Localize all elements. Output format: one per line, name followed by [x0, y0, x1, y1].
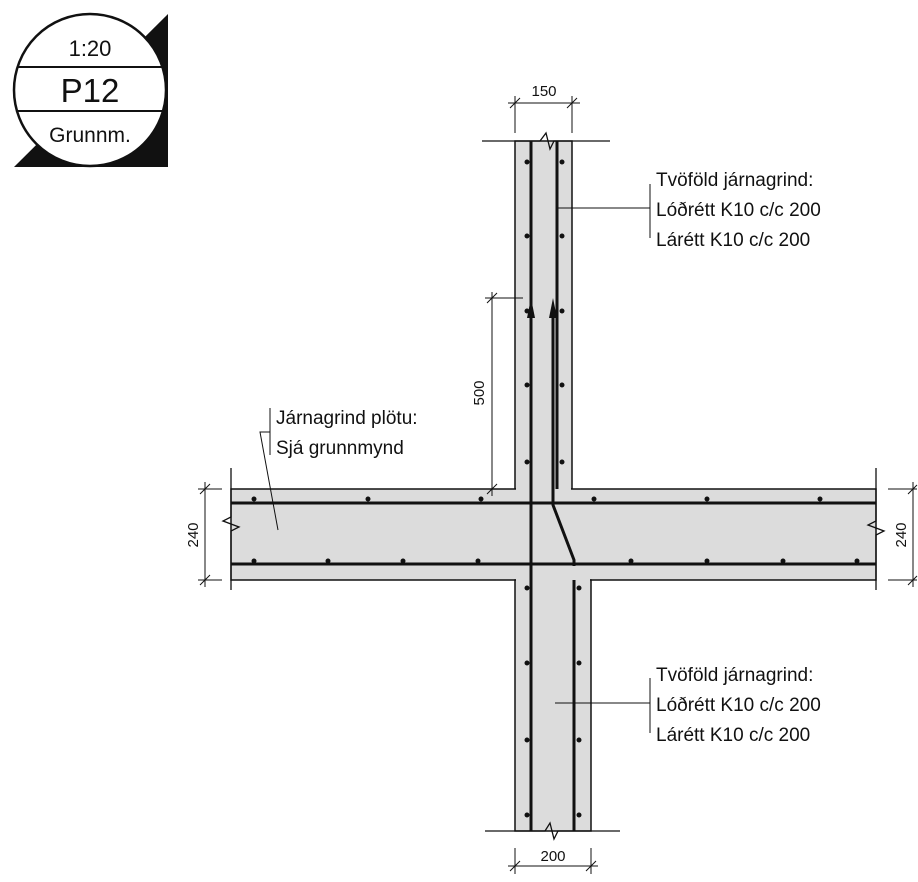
rebar-dot: [854, 558, 860, 564]
rebar-dot: [576, 812, 582, 818]
slab-note-line1: Járnagrind plötu:: [276, 408, 418, 429]
upper-note-line3: Lárétt K10 c/c 200: [656, 230, 810, 251]
dim-tick: [907, 484, 918, 495]
rebar-dot: [559, 233, 565, 239]
dim-tick: [486, 292, 498, 304]
starter-bar-hooks: [527, 298, 557, 318]
scale-label: 1:20: [69, 36, 112, 61]
rebar-dot: [817, 496, 823, 502]
dimension-lines: [198, 96, 918, 874]
leaders: [259, 184, 651, 733]
dim-tick: [907, 575, 918, 586]
rebar-dot: [251, 558, 257, 564]
detail-number: P12: [61, 72, 120, 109]
upper-note-line2: Lóðrétt K10 c/c 200: [656, 200, 821, 221]
title-block-circle: [12, 12, 168, 168]
dim-tick: [486, 483, 498, 495]
rebar-dot: [400, 558, 406, 564]
dim-tick: [585, 860, 597, 872]
upper-wall-note: Tvöföld járnagrind: Lóðrétt K10 c/c 200 …: [656, 170, 821, 251]
dim-label-lower-wall: 200: [540, 848, 565, 865]
starter-hook-left-icon: [527, 298, 535, 318]
dim-tick: [509, 97, 521, 109]
dim-label-lap-length: 500: [471, 380, 488, 405]
left-break-line: [221, 468, 241, 590]
rebar-dot: [325, 558, 331, 564]
rebar-dot: [559, 308, 565, 314]
lower-note-line3: Lárétt K10 c/c 200: [656, 725, 810, 746]
bottom-break-line: [485, 821, 620, 841]
rebar-dot: [576, 660, 582, 666]
lower-wall-concrete: [514, 579, 592, 832]
rebar-dot: [628, 558, 634, 564]
right-break-line: [866, 468, 886, 590]
rebar-dot: [780, 558, 786, 564]
rebar-dot: [559, 382, 565, 388]
rebar-dot: [524, 812, 530, 818]
rebar-dot: [365, 496, 371, 502]
rebar-dot: [524, 308, 530, 314]
reference-label: Grunnm.: [49, 124, 131, 147]
lower-note-line2: Lóðrétt K10 c/c 200: [656, 695, 821, 716]
dim-label-slab-right: 240: [893, 522, 910, 547]
rebar-dots: [251, 159, 860, 818]
rebar-dot: [524, 382, 530, 388]
dim-tick: [199, 483, 211, 495]
leader-slab: [259, 431, 279, 531]
lower-note-line1: Tvöföld járnagrind:: [656, 665, 813, 686]
rebar-dot: [704, 558, 710, 564]
rebar-dot: [524, 459, 530, 465]
upper-wall-concrete: [514, 140, 573, 490]
rebar-dot: [524, 737, 530, 743]
rebar-dot: [559, 159, 565, 165]
rebar-dot: [524, 159, 530, 165]
upper-join-mask: [516, 486, 571, 492]
rebar-dot: [524, 660, 530, 666]
rebar-dot: [559, 459, 565, 465]
rebar-dot: [524, 233, 530, 239]
rebar-dot: [524, 585, 530, 591]
upper-note-line1: Tvöföld járnagrind:: [656, 170, 813, 191]
lower-join-mask: [516, 577, 590, 583]
rebar-dot: [576, 585, 582, 591]
dim-tick: [199, 574, 211, 586]
dim-tick: [509, 860, 521, 872]
starter-hook-right-icon: [549, 298, 557, 318]
dim-label-upper-wall: 150: [531, 83, 556, 100]
slab-note: Járnagrind plötu: Sjá grunnmynd: [276, 408, 418, 459]
rebar-dot: [478, 496, 484, 502]
dim-label-slab-left: 240: [185, 522, 202, 547]
starter-bar-right: [551, 310, 576, 566]
title-block: 1:20 P12 Grunnm.: [12, 12, 168, 168]
lower-wall-note: Tvöföld járnagrind: Lóðrétt K10 c/c 200 …: [656, 665, 821, 746]
slab-note-line2: Sjá grunnmynd: [276, 438, 404, 459]
rebar-dot: [576, 737, 582, 743]
rebar-dot: [251, 496, 257, 502]
rebar-dot: [475, 558, 481, 564]
rebar-dot: [591, 496, 597, 502]
rebar-dot: [704, 496, 710, 502]
dim-tick: [566, 97, 578, 109]
